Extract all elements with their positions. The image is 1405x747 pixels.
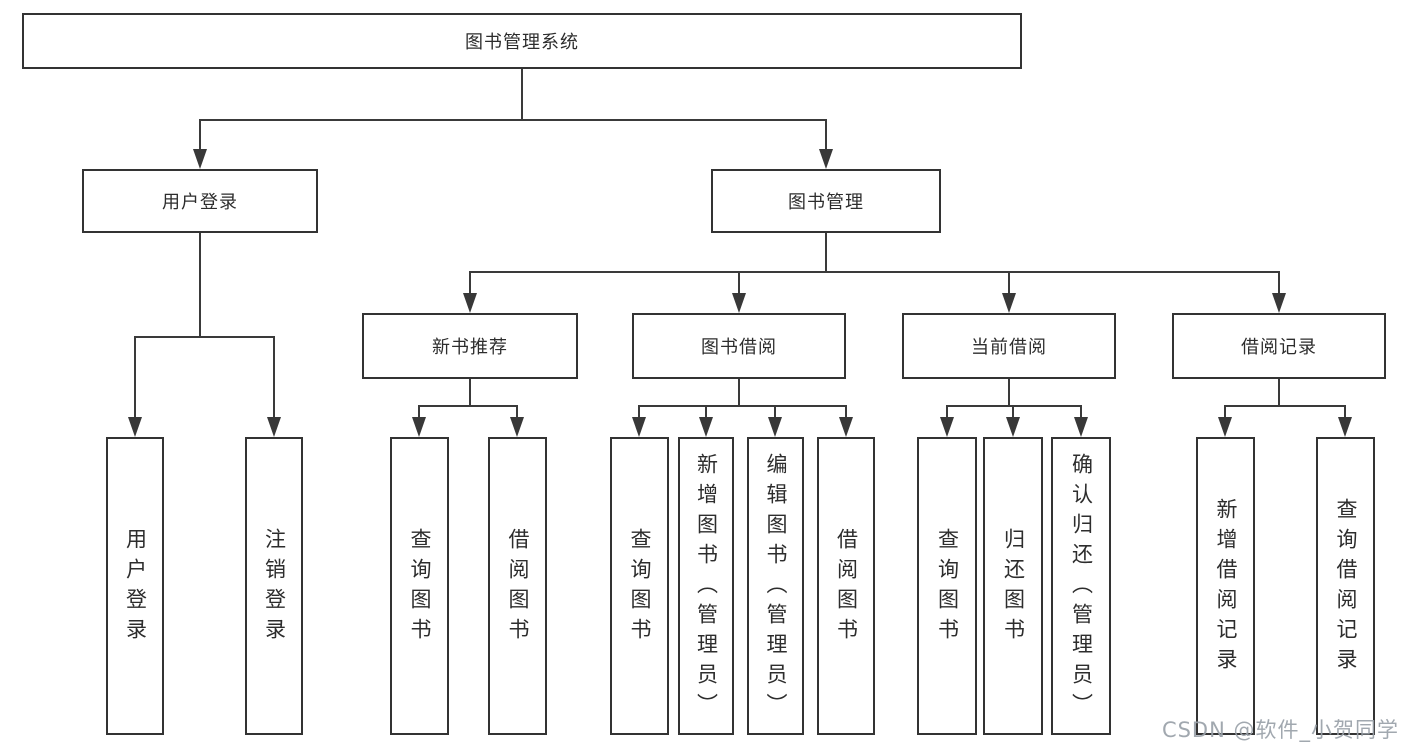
connector-stem-book-management [825,119,827,153]
leaf-cb-confirm-return-admin: 确认归还（管理员） [1051,437,1111,735]
leaf-cb-confirm-return-admin-label: 确认归还（管理员） [1069,453,1094,723]
connector-stem-borrow-record [1278,271,1280,295]
leaf-br-query-record-label: 查询借阅记录 [1334,498,1358,678]
connector-stem-leaf [1344,405,1346,419]
node-root: 图书管理系统 [22,13,1022,69]
arrowhead-icon [1218,417,1232,437]
node-book-management: 图书管理 [711,169,941,233]
connector-stem-leaf [418,405,420,419]
arrowhead-icon [732,293,746,313]
leaf-bb-query-book: 查询图书 [610,437,669,735]
connector-stem-leaf [516,405,518,419]
arrowhead-icon [1272,293,1286,313]
node-borrow-record: 借阅记录 [1172,313,1386,379]
leaf-cb-return-book: 归还图书 [983,437,1043,735]
connector-bus-user-login [134,336,275,338]
arrowhead-icon [940,417,954,437]
arrowhead-icon [128,417,142,437]
arrowhead-icon [768,417,782,437]
arrowhead-icon [412,417,426,437]
connector-borrow-record-down [1278,379,1280,407]
connector-bus-level2 [199,119,827,121]
connector-stem-leaf [774,405,776,419]
connector-bus-book-management [469,271,1280,273]
arrowhead-icon [267,417,281,437]
arrowhead-icon [193,149,207,169]
node-book-borrow: 图书借阅 [632,313,846,379]
leaf-bb-edit-book-admin-label: 编辑图书（管理员） [764,453,788,723]
connector-bus-current-borrow [946,405,1082,407]
leaf-br-add-record: 新增借阅记录 [1196,437,1255,735]
leaf-user-login-label: 用户登录 [123,528,148,648]
connector-stem-leaf-logout [273,336,275,419]
connector-root-stem [521,69,523,120]
arrowhead-icon [839,417,853,437]
connector-bus-borrow-record [1224,405,1346,407]
node-new-book-recommend: 新书推荐 [362,313,578,379]
leaf-cb-return-book-label: 归还图书 [1001,528,1026,648]
connector-current-borrow-down [1008,379,1010,407]
node-root-label: 图书管理系统 [465,32,579,53]
node-current-borrow: 当前借阅 [902,313,1116,379]
connector-stem-leaf-user-login [134,336,136,419]
node-book-borrow-label: 图书借阅 [701,337,777,358]
leaf-cb-query-book-label: 查询图书 [935,528,960,648]
node-borrow-record-label: 借阅记录 [1241,337,1317,358]
node-current-borrow-label: 当前借阅 [971,337,1047,358]
arrowhead-icon [632,417,646,437]
connector-stem-leaf [946,405,948,419]
leaf-logout: 注销登录 [245,437,303,735]
node-user-login-label: 用户登录 [162,192,238,213]
connector-stem-leaf [1080,405,1082,419]
arrowhead-icon [1002,293,1016,313]
leaf-bb-borrow-book: 借阅图书 [817,437,875,735]
connector-book-management-down [825,233,827,272]
arrowhead-icon [1006,417,1020,437]
leaf-bb-edit-book-admin: 编辑图书（管理员） [747,437,804,735]
connector-stem-new-book [469,271,471,295]
connector-stem-user-login [199,119,201,153]
node-book-management-label: 图书管理 [788,192,864,213]
connector-stem-current-borrow [1008,271,1010,295]
arrowhead-icon [463,293,477,313]
leaf-nb-query-book-label: 查询图书 [408,528,432,648]
csdn-watermark: CSDN @软件_小贺同学 [1161,718,1399,742]
arrowhead-icon [510,417,524,437]
arrowhead-icon [1338,417,1352,437]
node-user-login: 用户登录 [82,169,318,233]
arrowhead-icon [699,417,713,437]
connector-new-book-down [469,379,471,407]
node-new-book-recommend-label: 新书推荐 [432,337,508,358]
connector-stem-book-borrow [738,271,740,295]
leaf-cb-query-book: 查询图书 [917,437,977,735]
connector-user-login-down [199,233,201,337]
leaf-nb-query-book: 查询图书 [390,437,449,735]
leaf-nb-borrow-book: 借阅图书 [488,437,547,735]
connector-stem-leaf [1224,405,1226,419]
leaf-bb-add-book-admin: 新增图书（管理员） [678,437,734,735]
connector-bus-book-borrow [638,405,847,407]
leaf-bb-borrow-book-label: 借阅图书 [834,528,859,648]
arrowhead-icon [819,149,833,169]
leaf-bb-add-book-admin-label: 新增图书（管理员） [694,453,719,723]
arrowhead-icon [1074,417,1088,437]
leaf-br-add-record-label: 新增借阅记录 [1214,498,1238,678]
connector-stem-leaf [1012,405,1014,419]
connector-stem-leaf [845,405,847,419]
leaf-logout-label: 注销登录 [262,528,287,648]
leaf-user-login: 用户登录 [106,437,164,735]
leaf-nb-borrow-book-label: 借阅图书 [506,528,530,648]
connector-stem-leaf [705,405,707,419]
connector-bus-new-book [418,405,518,407]
leaf-br-query-record: 查询借阅记录 [1316,437,1375,735]
connector-stem-leaf [638,405,640,419]
connector-book-borrow-down [738,379,740,407]
leaf-bb-query-book-label: 查询图书 [628,528,652,648]
